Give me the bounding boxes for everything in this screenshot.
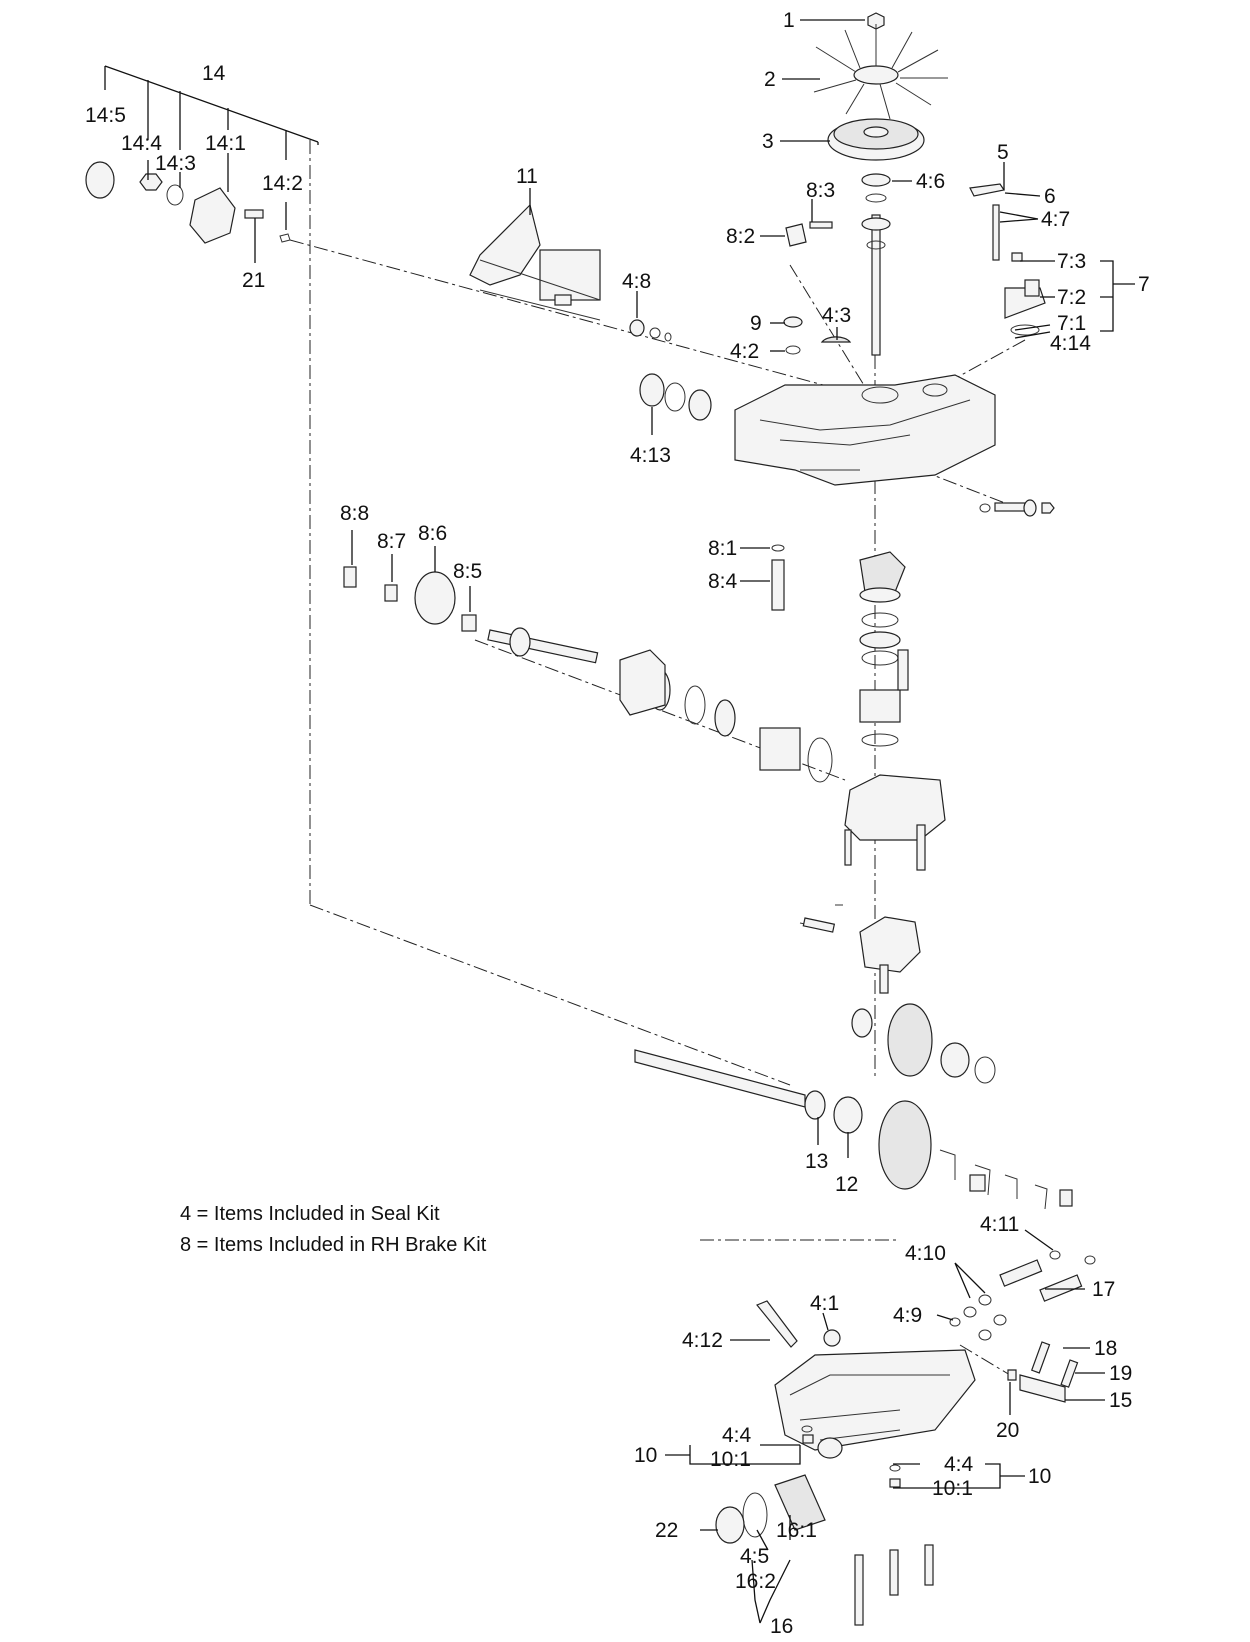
lower-pump — [799, 904, 921, 994]
part-4-13-axle-seal — [639, 373, 712, 421]
leader-lines — [104, 19, 1135, 1624]
label-20: 20 — [996, 1419, 1019, 1442]
label-4-1: 4:1 — [810, 1292, 839, 1315]
label-8-1: 8:1 — [708, 537, 737, 560]
label-14: 14 — [202, 62, 226, 85]
label-4-14: 4:14 — [1050, 332, 1091, 355]
part-3-pulley — [827, 118, 925, 161]
label-4-3: 4:3 — [822, 304, 851, 327]
legend-brake-kit: 8 = Items Included in RH Brake Kit — [180, 1234, 487, 1256]
label-4-8: 4:8 — [622, 270, 651, 293]
center-section — [844, 774, 946, 871]
label-14-3: 14:3 — [155, 152, 196, 175]
label-8-5: 8:5 — [453, 560, 482, 583]
reduction-gear-1 — [851, 1003, 996, 1084]
label-13: 13 — [805, 1150, 828, 1173]
label-8-4: 8:4 — [708, 570, 738, 593]
label-4-4-lower: 4:4 — [944, 1453, 974, 1476]
lower-housing — [774, 1329, 976, 1459]
label-4-13: 4:13 — [630, 444, 671, 467]
label-9: 9 — [750, 312, 762, 335]
label-14-2: 14:2 — [262, 172, 303, 195]
label-6: 6 — [1044, 185, 1056, 208]
input-shaft — [861, 214, 891, 356]
label-4-4-upper: 4:4 — [722, 1424, 752, 1447]
label-4-5: 4:5 — [740, 1545, 769, 1568]
label-7-3: 7:3 — [1057, 250, 1086, 273]
label-11: 11 — [516, 165, 538, 188]
label-4-6: 4:6 — [916, 170, 945, 193]
label-4-9: 4:9 — [893, 1304, 922, 1327]
shift-forks — [939, 1149, 1073, 1210]
label-2: 2 — [764, 68, 776, 91]
label-1: 1 — [783, 9, 795, 32]
label-21: 21 — [242, 269, 265, 292]
center-gear-stack — [859, 551, 909, 747]
label-16-1: 16:1 — [776, 1519, 817, 1542]
label-3: 3 — [762, 130, 774, 153]
label-14-5: 14:5 — [85, 104, 126, 127]
label-4-12: 4:12 — [682, 1329, 723, 1352]
label-4-10: 4:10 — [905, 1242, 946, 1265]
callout-labels: 1 2 3 4:6 5 6 4:7 8:3 8:2 7:3 7:2 7:1 7 … — [85, 9, 1150, 1638]
label-4-7: 4:7 — [1041, 208, 1070, 231]
part-8-1-brake-shaft — [771, 544, 785, 611]
label-17: 17 — [1092, 1278, 1115, 1301]
label-16: 16 — [770, 1615, 793, 1638]
part-10-drain-plugs — [801, 1425, 901, 1488]
part-14-hub-assembly — [85, 161, 291, 244]
part-4-12-sealant-tube — [756, 1300, 798, 1348]
label-8-8: 8:8 — [340, 502, 369, 525]
label-10-1-lower: 10:1 — [932, 1477, 973, 1500]
label-7-2: 7:2 — [1057, 286, 1086, 309]
part-7-control-arm — [1004, 252, 1046, 336]
label-10-lower: 10 — [1028, 1465, 1051, 1488]
label-16-2: 16:2 — [735, 1570, 776, 1593]
pump-block — [619, 649, 666, 716]
part-15-bracket — [1007, 1341, 1079, 1403]
label-8-7: 8:7 — [377, 530, 406, 553]
label-12: 12 — [835, 1173, 858, 1196]
label-22: 22 — [655, 1519, 678, 1542]
label-19: 19 — [1109, 1362, 1132, 1385]
part-1-nut — [867, 12, 885, 30]
label-15: 15 — [1109, 1389, 1132, 1412]
part-4-6-seal — [861, 173, 891, 203]
part-6-lever — [969, 183, 1005, 261]
label-4-11: 4:11 — [980, 1213, 1019, 1236]
label-14-1: 14:1 — [205, 132, 246, 155]
label-8-2: 8:2 — [726, 225, 755, 248]
label-10-upper: 10 — [634, 1444, 657, 1467]
part-17-pins-and-orings — [949, 1250, 1096, 1341]
legend-seal-kit: 4 = Items Included in Seal Kit — [180, 1203, 440, 1225]
lower-bolts — [854, 1544, 934, 1626]
label-5: 5 — [997, 141, 1009, 164]
label-4-2: 4:2 — [730, 340, 759, 363]
label-14-4: 14:4 — [121, 132, 162, 155]
part-4-8-seal — [629, 319, 672, 342]
label-8-6: 8:6 — [418, 522, 447, 545]
assembly-centerlines — [289, 140, 1026, 1376]
upper-housing — [734, 374, 996, 486]
label-18: 18 — [1094, 1337, 1117, 1360]
side-bolt-assembly — [979, 499, 1055, 517]
part-2-fan — [813, 24, 948, 120]
part-11-shift-linkage — [469, 203, 601, 321]
label-7: 7 — [1138, 273, 1150, 296]
label-7-1: 7:1 — [1057, 312, 1086, 335]
axle-shaft — [634, 1049, 932, 1190]
part-8-2-brake-arm — [785, 221, 833, 247]
part-16-filter — [715, 1474, 826, 1544]
label-10-1-upper: 10:1 — [710, 1448, 751, 1471]
label-8-3: 8:3 — [806, 179, 835, 202]
